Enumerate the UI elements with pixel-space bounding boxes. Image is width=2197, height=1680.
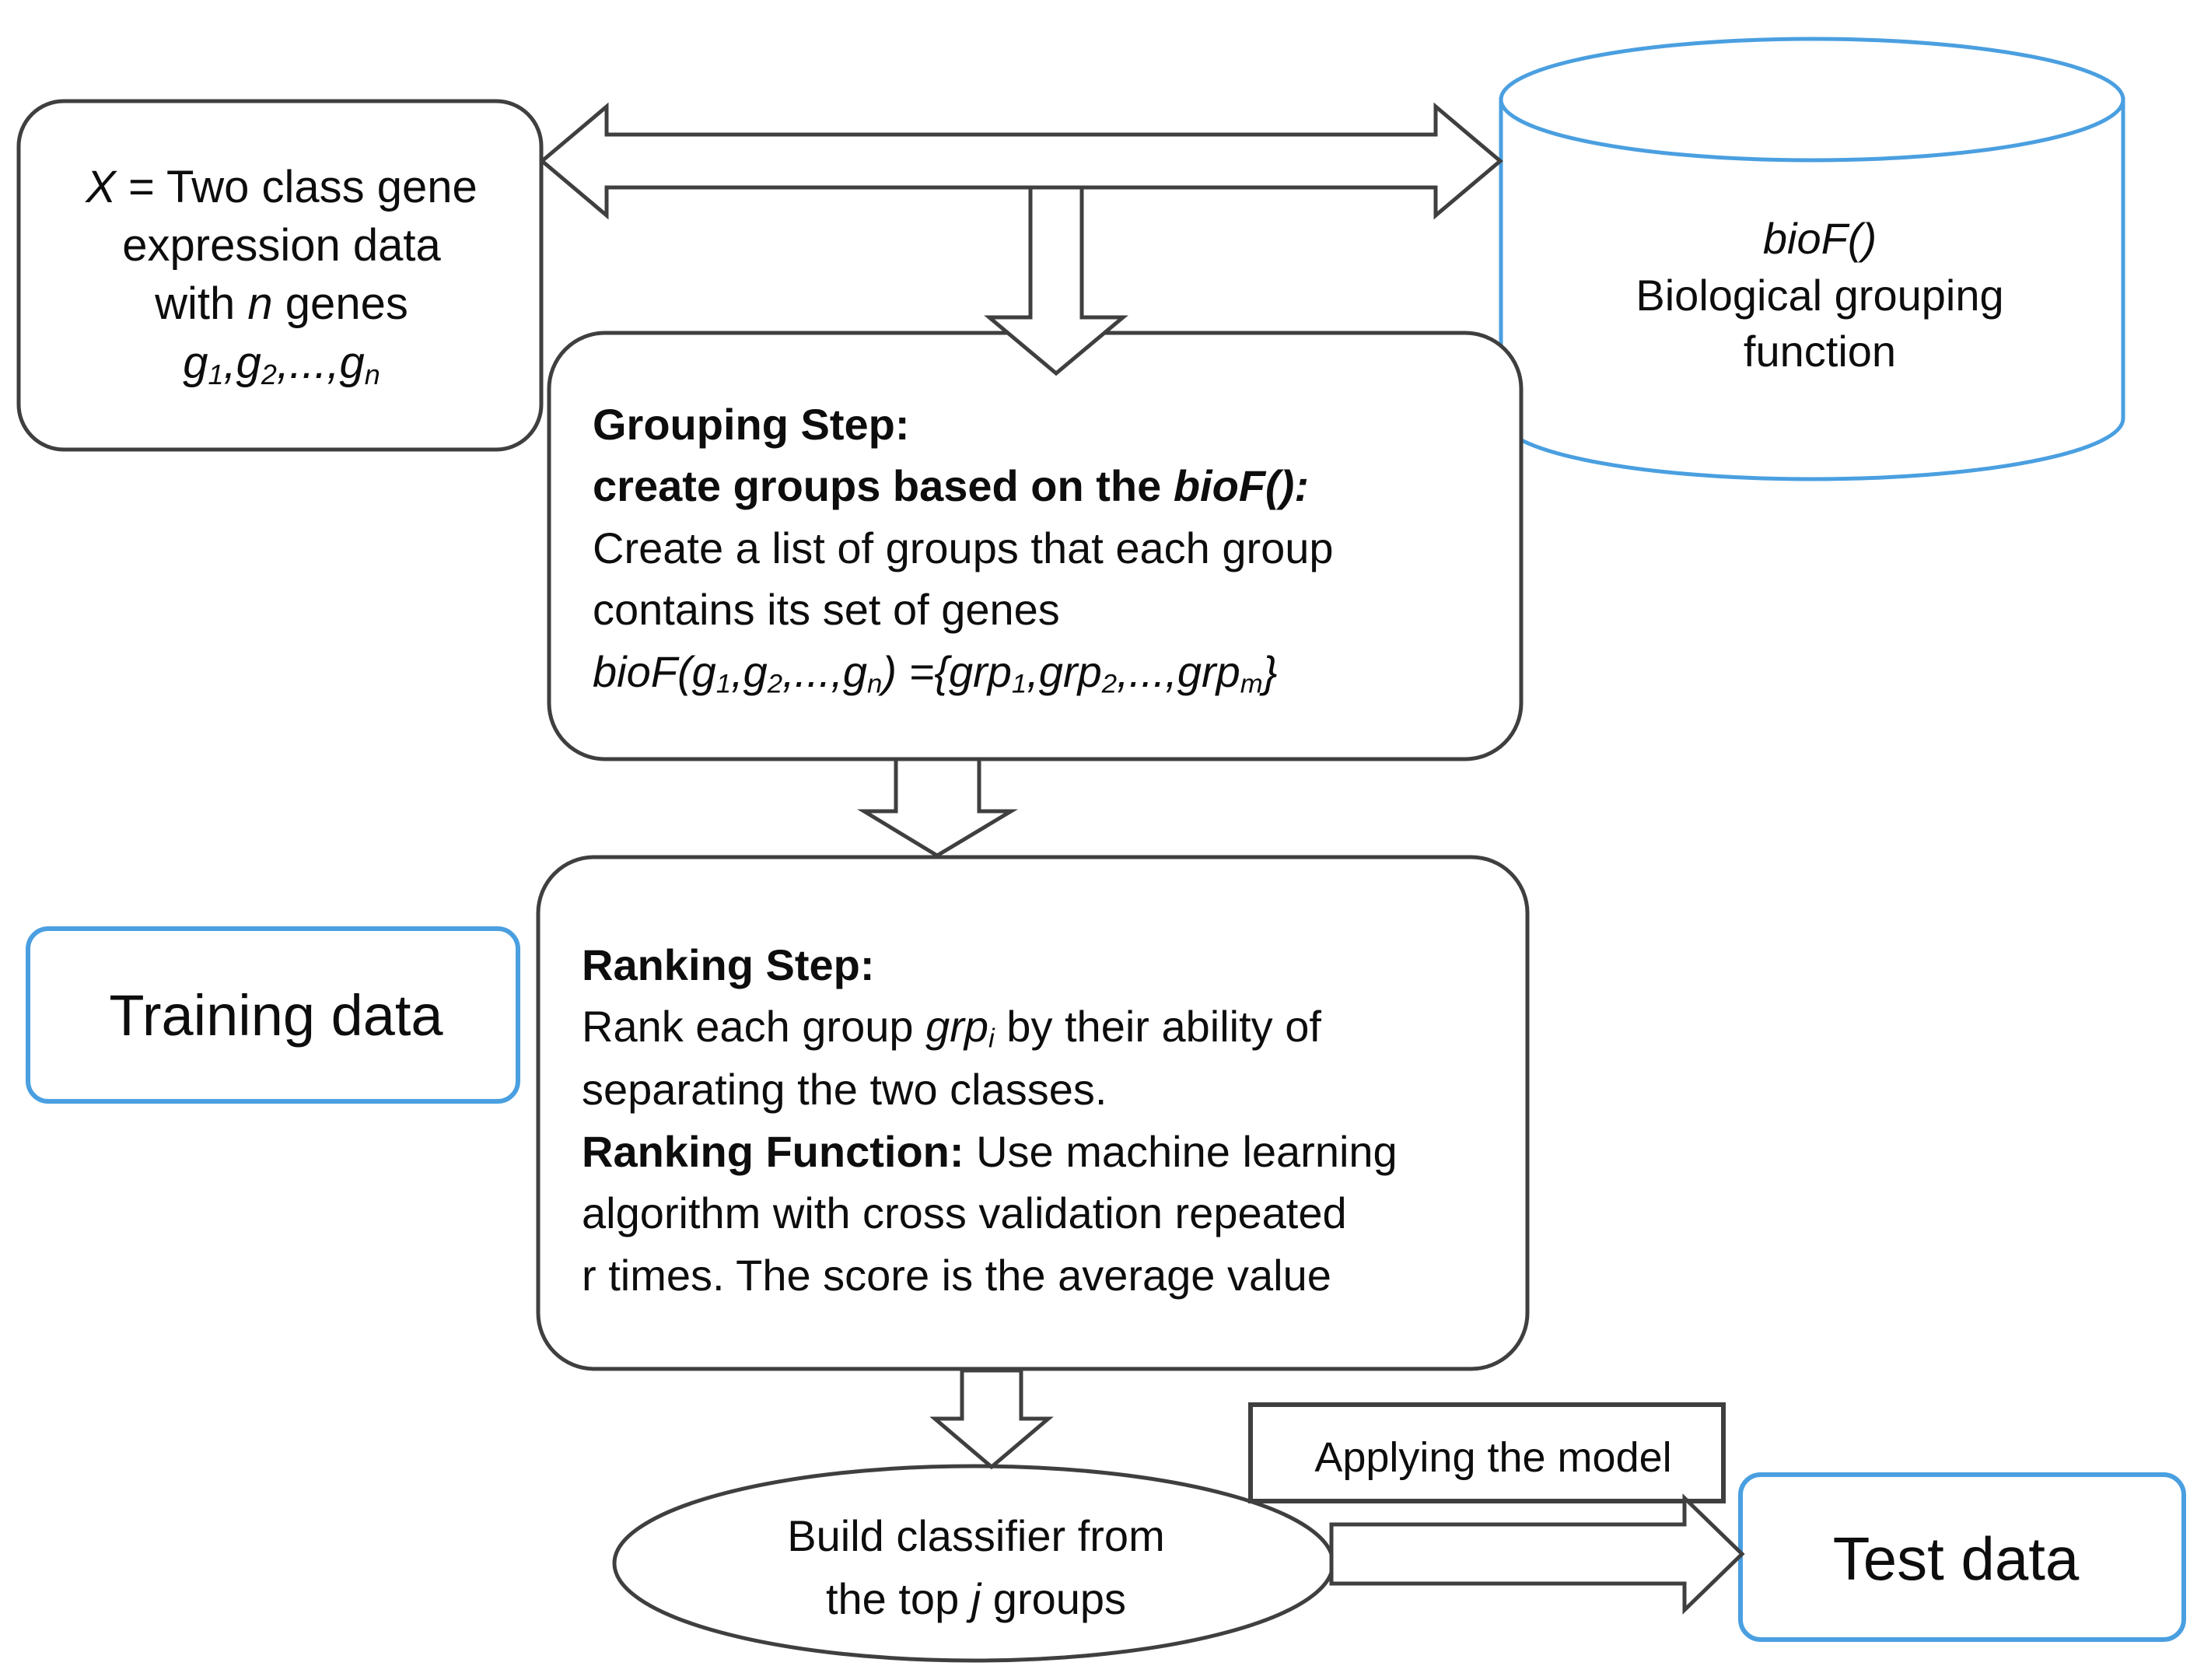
grouping-step-box-shape bbox=[547, 331, 1524, 761]
test-data-box-shape bbox=[1738, 1472, 2186, 1642]
ranking-step-box-shape bbox=[536, 855, 1530, 1371]
classifier-to-test-data-arrow-shape bbox=[1329, 1493, 1745, 1615]
bidirectional-tee-arrow-shape bbox=[539, 102, 1503, 376]
grouping-to-ranking-arrow-shape bbox=[857, 757, 1019, 858]
training-data-box-shape bbox=[26, 926, 520, 1104]
biological-grouping-function-cylinder-shape bbox=[1499, 37, 2125, 481]
ranking-to-classifier-arrow-shape bbox=[929, 1368, 1054, 1470]
input-data-box-shape bbox=[16, 99, 544, 452]
applying-the-model-box-shape bbox=[1248, 1402, 1726, 1503]
build-classifier-ellipse-shape bbox=[612, 1464, 1335, 1663]
